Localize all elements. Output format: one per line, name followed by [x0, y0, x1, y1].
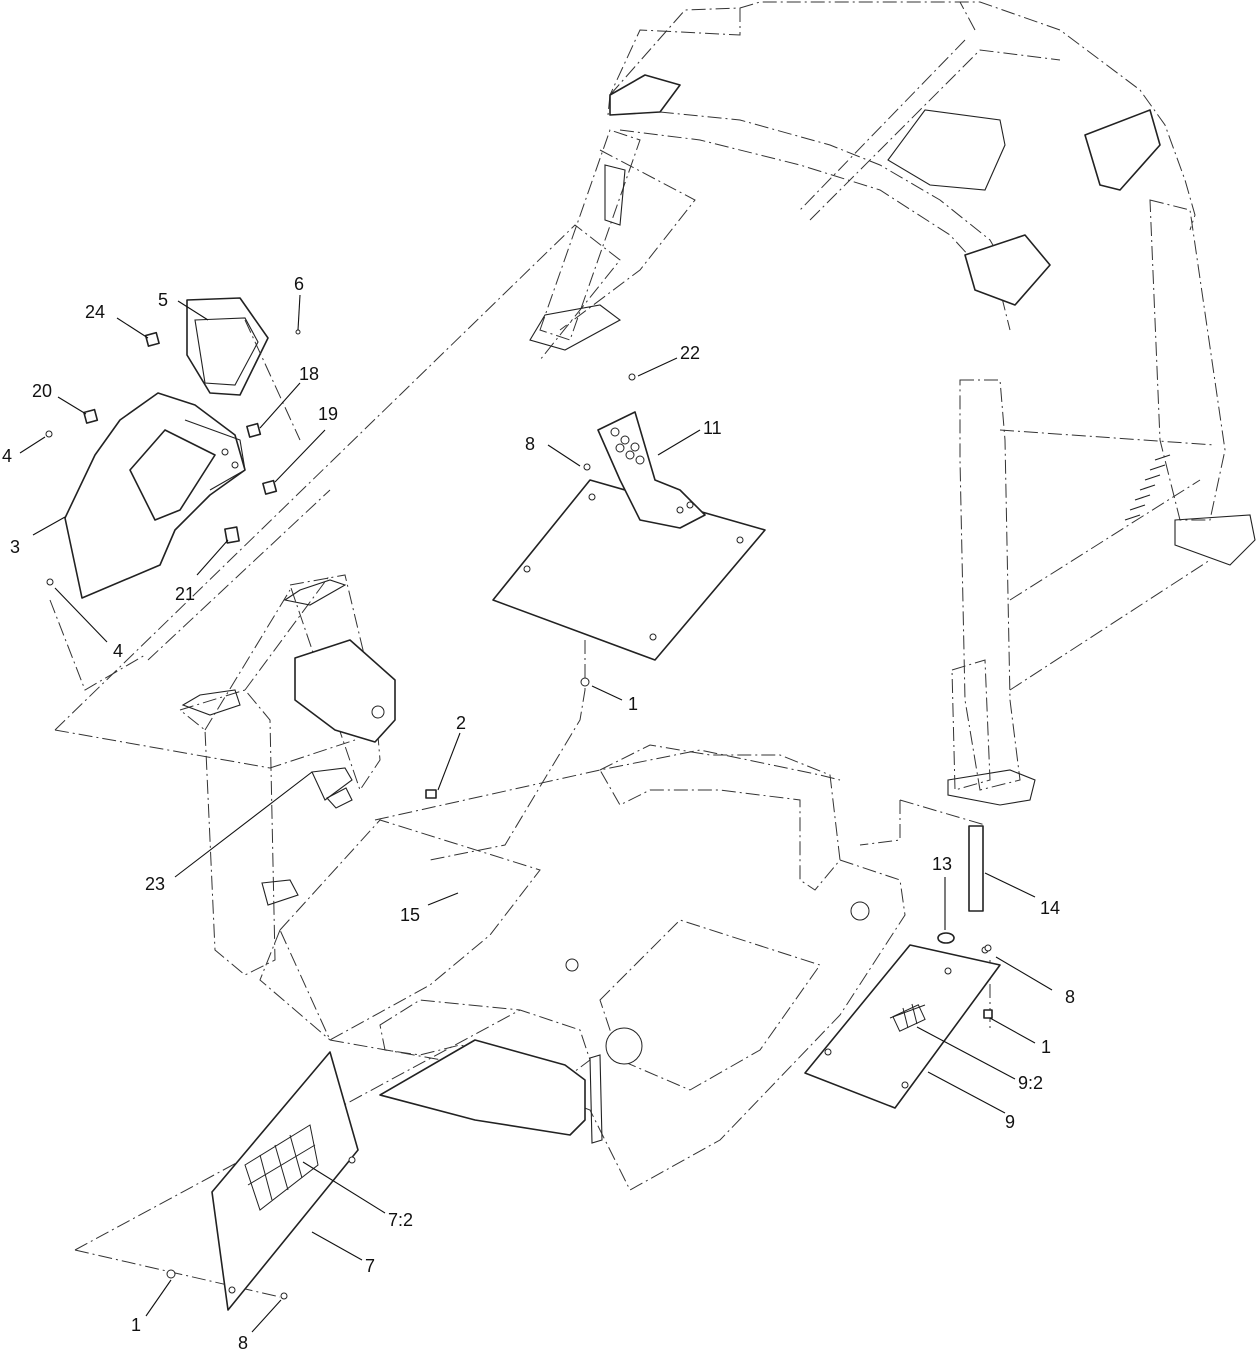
- callout-13: 13: [932, 854, 952, 874]
- callout-3: 3: [10, 537, 20, 557]
- callout-15: 15: [400, 905, 420, 925]
- callout-22: 22: [680, 343, 700, 363]
- callout-labels: 5 6 24 20 18 19 4 3 21 4 22 8 11 1 2 23 …: [2, 274, 1075, 1353]
- callout-5: 5: [158, 290, 168, 310]
- callout-9: 9: [1005, 1112, 1015, 1132]
- callout-6: 6: [294, 274, 304, 294]
- assembly-guide-lines: [49, 224, 991, 1298]
- callout-8-bottom: 8: [238, 1333, 248, 1353]
- callout-23: 23: [145, 874, 165, 894]
- callout-9-2: 9:2: [1018, 1073, 1043, 1093]
- callout-21: 21: [175, 584, 195, 604]
- callout-8-top: 8: [525, 434, 535, 454]
- callout-2: 2: [456, 713, 466, 733]
- callout-20: 20: [32, 381, 52, 401]
- hardware: [425, 373, 993, 1019]
- callout-18: 18: [299, 364, 319, 384]
- right-panel-9: [804, 825, 1001, 1109]
- main-frame: [178, 574, 906, 1191]
- callout-7-2: 7:2: [388, 1210, 413, 1230]
- callout-7: 7: [365, 1256, 375, 1276]
- callout-1-bottom: 1: [131, 1315, 141, 1335]
- callout-8-right: 8: [1065, 987, 1075, 1007]
- leader-lines: [19, 294, 1053, 1333]
- callout-14: 14: [1040, 898, 1060, 918]
- dash-console: [45, 297, 301, 599]
- rollbar-canopy: [529, 1, 1256, 806]
- callout-19: 19: [318, 404, 338, 424]
- callout-24: 24: [85, 302, 105, 322]
- callout-4-bottom: 4: [113, 641, 123, 661]
- callout-11: 11: [703, 418, 722, 438]
- callout-1-center: 1: [628, 694, 638, 714]
- callout-1-right: 1: [1041, 1037, 1051, 1057]
- floor-plate-assembly: [492, 411, 766, 661]
- callout-4-top: 4: [2, 446, 12, 466]
- left-panel-7: [166, 1051, 359, 1311]
